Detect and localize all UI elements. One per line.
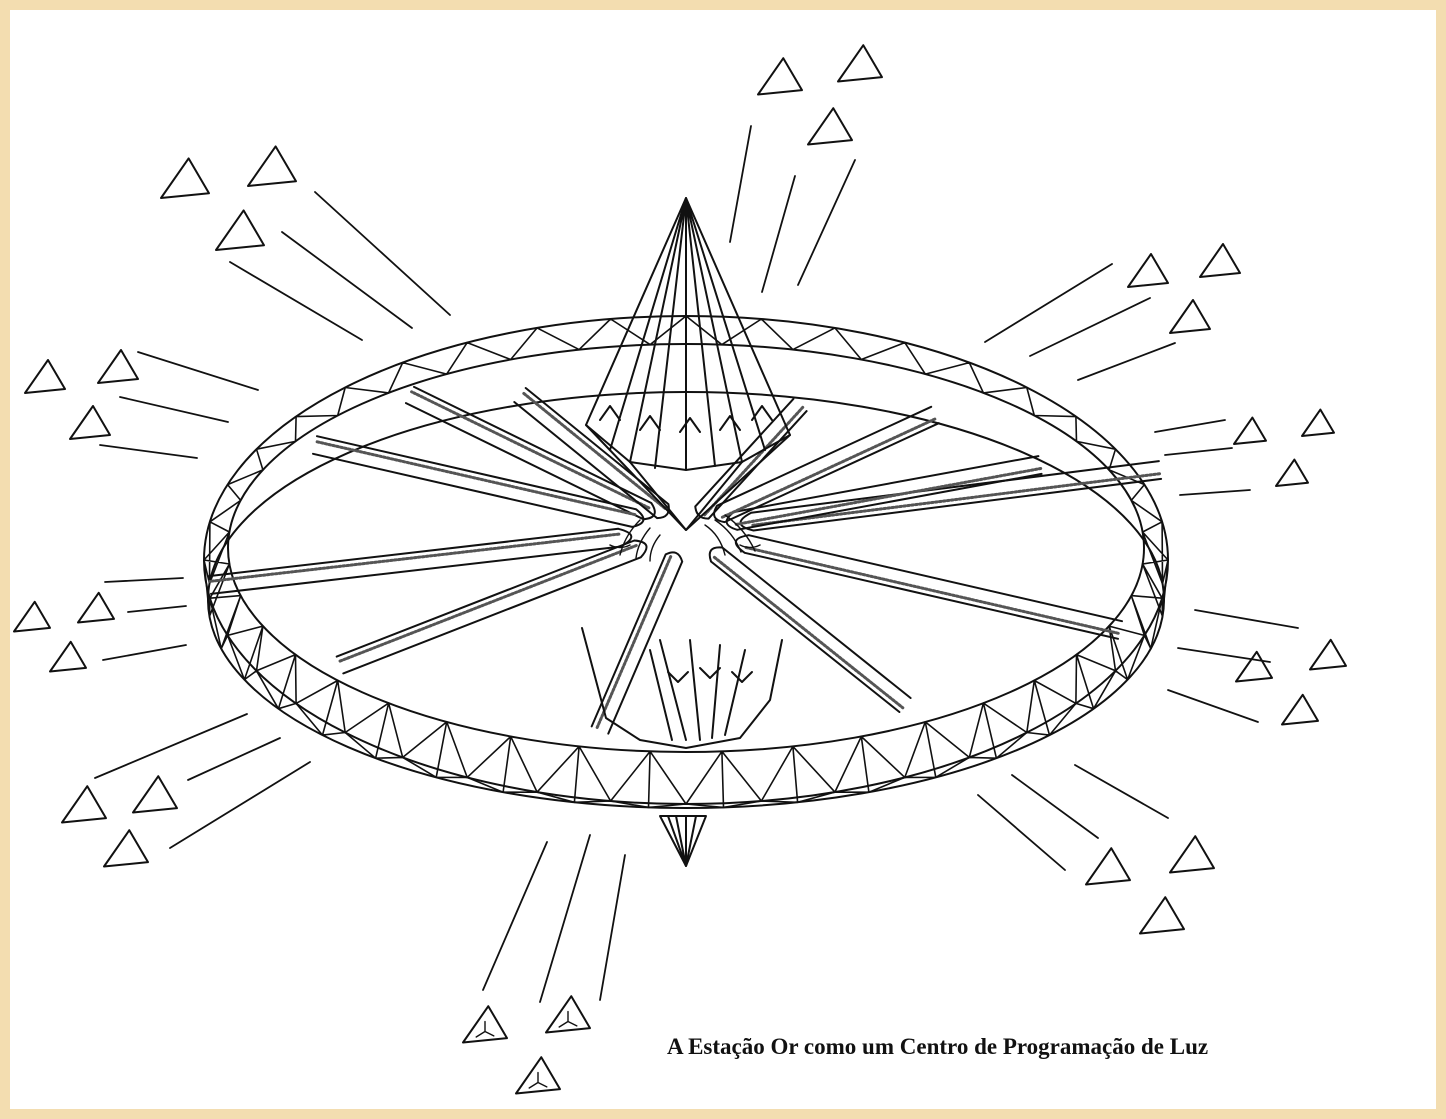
light-ray-9 bbox=[103, 645, 186, 660]
light-triangle-10 bbox=[1128, 254, 1168, 287]
light-ray-25 bbox=[1195, 610, 1298, 628]
light-ray-3 bbox=[315, 192, 450, 315]
light-triangle-15 bbox=[1276, 460, 1308, 486]
light-ray-27 bbox=[1168, 690, 1258, 722]
incoming-light-rays bbox=[95, 126, 1298, 1002]
light-ray-23 bbox=[1165, 448, 1232, 455]
light-triangle-7 bbox=[758, 58, 802, 94]
light-ray-19 bbox=[985, 264, 1112, 342]
light-triangle-glyph-29 bbox=[559, 1012, 577, 1027]
central-upper-cone bbox=[586, 198, 790, 530]
light-triangle-3 bbox=[216, 210, 264, 250]
light-ray-26 bbox=[1178, 648, 1270, 662]
light-ray-5 bbox=[120, 397, 228, 422]
central-lower-cone bbox=[582, 628, 782, 748]
light-triangle-9 bbox=[808, 108, 852, 144]
light-ray-30 bbox=[1075, 765, 1168, 818]
light-triangle-11 bbox=[1200, 244, 1240, 277]
spoke-12 bbox=[695, 399, 806, 519]
light-triangle-1 bbox=[161, 158, 209, 198]
light-ray-7 bbox=[105, 578, 183, 582]
light-ray-15 bbox=[600, 855, 625, 1000]
spoke-7 bbox=[710, 547, 911, 712]
light-ray-12 bbox=[170, 762, 310, 848]
light-triangle-20 bbox=[133, 776, 177, 812]
light-triangle-6 bbox=[70, 406, 110, 439]
light-ray-10 bbox=[95, 714, 247, 778]
light-ray-13 bbox=[483, 842, 547, 990]
light-triangle-27 bbox=[1140, 897, 1184, 933]
spoke-4 bbox=[209, 529, 631, 594]
light-triangle-14 bbox=[1302, 410, 1334, 436]
light-triangle-21 bbox=[104, 830, 148, 866]
light-ray-4 bbox=[138, 352, 258, 390]
light-ray-21 bbox=[1078, 343, 1175, 380]
spoke-shading-7 bbox=[714, 557, 902, 708]
bottom-cone bbox=[660, 816, 706, 866]
figure-caption: A Estação Or como um Centro de Programaç… bbox=[667, 1034, 1208, 1060]
light-triangle-glyph-28 bbox=[476, 1022, 494, 1037]
light-triangle-23 bbox=[1310, 640, 1346, 670]
light-ray-28 bbox=[978, 795, 1065, 870]
light-triangle-16 bbox=[14, 602, 50, 632]
light-ray-8 bbox=[128, 606, 186, 612]
spoke-shading-6 bbox=[597, 557, 671, 729]
light-ray-1 bbox=[230, 262, 362, 340]
light-triangle-25 bbox=[1086, 848, 1130, 884]
light-triangle-18 bbox=[50, 642, 86, 672]
light-ray-20 bbox=[1030, 298, 1150, 356]
light-ray-29 bbox=[1012, 775, 1098, 838]
light-ray-18 bbox=[798, 160, 855, 285]
light-triangle-8 bbox=[838, 45, 882, 81]
light-ray-16 bbox=[730, 126, 751, 242]
spoke-8 bbox=[736, 535, 1122, 639]
light-triangle-2 bbox=[248, 146, 296, 186]
light-ray-24 bbox=[1180, 490, 1250, 495]
light-triangle-26 bbox=[1170, 836, 1214, 872]
light-triangle-24 bbox=[1282, 695, 1318, 725]
light-ray-11 bbox=[188, 738, 280, 780]
light-ray-6 bbox=[100, 445, 197, 458]
light-triangle-17 bbox=[78, 593, 114, 623]
light-triangle-4 bbox=[25, 360, 65, 393]
light-triangle-22 bbox=[1236, 652, 1272, 682]
light-ray-2 bbox=[282, 232, 412, 328]
light-triangle-19 bbox=[62, 786, 106, 822]
light-triangle-5 bbox=[98, 350, 138, 383]
spoke-shading-4 bbox=[210, 534, 619, 581]
light-triangle-glyph-30 bbox=[529, 1073, 547, 1088]
light-triangle-12 bbox=[1170, 300, 1210, 333]
light-ray-22 bbox=[1155, 420, 1225, 432]
light-ray-17 bbox=[762, 176, 795, 292]
light-triangle-13 bbox=[1234, 418, 1266, 444]
light-ray-14 bbox=[540, 835, 590, 1002]
spoke-shading-8 bbox=[746, 548, 1119, 634]
